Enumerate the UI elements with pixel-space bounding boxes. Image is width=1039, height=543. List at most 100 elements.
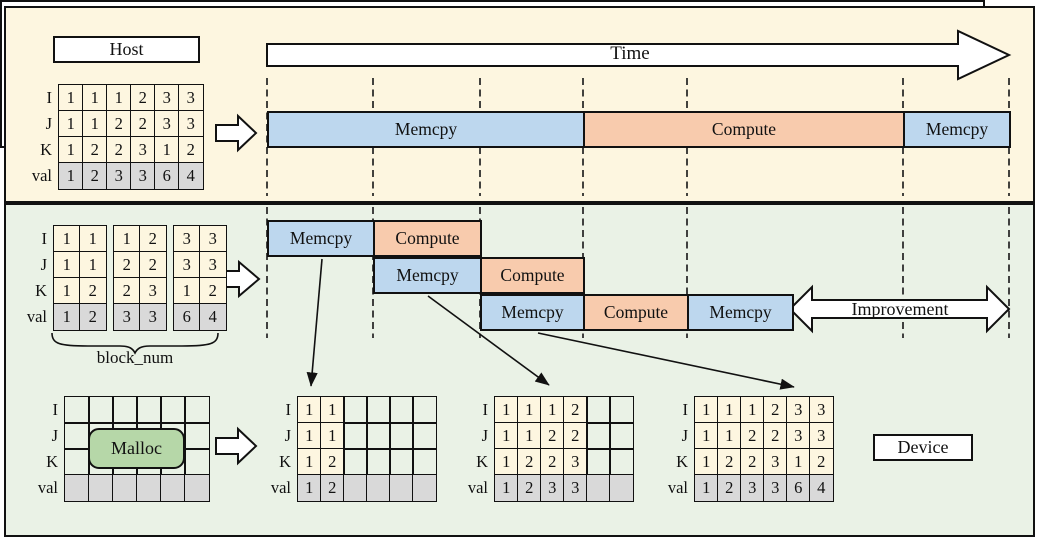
table-cell: 2	[563, 396, 588, 424]
table-cell	[389, 448, 414, 476]
table-cell: 3	[154, 110, 180, 138]
table-cell: 2	[740, 422, 765, 450]
table-cell	[343, 448, 368, 476]
table-cell: 1	[494, 396, 519, 424]
table-cell: 2	[82, 136, 108, 164]
table-cell: 1	[53, 277, 81, 305]
table-cell: 1	[58, 136, 84, 164]
row-label: J	[284, 425, 291, 445]
table-cell: 1	[694, 422, 719, 450]
table-cell: 3	[763, 448, 788, 476]
row-label: K	[35, 280, 47, 300]
malloc-box: Malloc	[88, 428, 185, 469]
table-cell: 1	[694, 474, 719, 502]
row-label: K	[676, 451, 688, 471]
table-cell: 2	[320, 448, 345, 476]
table-cell: 1	[106, 84, 132, 112]
table-cell	[389, 474, 414, 502]
table-cell: 6	[786, 474, 811, 502]
table-cell: 1	[297, 474, 322, 502]
table-cell: 1	[694, 396, 719, 424]
table-cell	[136, 474, 162, 502]
table-cell	[366, 396, 391, 424]
table-cell: 1	[517, 396, 542, 424]
table-cell: 1	[113, 225, 141, 253]
table-cell	[389, 422, 414, 450]
table-cell: 1	[717, 396, 742, 424]
table-cell: 3	[199, 225, 227, 253]
table-cell: 3	[563, 474, 588, 502]
pipeline-segment: Compute	[373, 220, 482, 257]
block-num-label: block_num	[96, 348, 174, 367]
table-cell: 2	[717, 474, 742, 502]
table-cell	[609, 448, 634, 476]
table-cell	[64, 448, 90, 476]
row-label: I	[41, 228, 48, 248]
table-cell: 2	[82, 162, 108, 190]
table-cell: 2	[79, 303, 107, 331]
pipeline-segment: Compute	[480, 257, 585, 294]
table-cell: 3	[154, 84, 180, 112]
row-label: val	[270, 477, 291, 497]
table-cell: 2	[178, 136, 204, 164]
table-cell: 1	[53, 303, 81, 331]
row-label: J	[51, 425, 58, 445]
table-cell: 1	[58, 162, 84, 190]
table-cell: 2	[113, 251, 141, 279]
table-cell: 2	[79, 277, 107, 305]
table-cell: 1	[297, 448, 322, 476]
table-cell: 1	[320, 422, 345, 450]
table-cell: 3	[809, 396, 834, 424]
table-cell: 2	[130, 84, 156, 112]
table-cell: 4	[199, 303, 227, 331]
table-cell: 6	[154, 162, 180, 190]
table-cell: 1	[82, 84, 108, 112]
table-cell: 3	[106, 162, 132, 190]
table-cell	[412, 422, 437, 450]
table-cell: 1	[494, 474, 519, 502]
table-cell: 2	[517, 448, 542, 476]
table-cell: 3	[786, 396, 811, 424]
device-box: Device	[873, 434, 973, 461]
table-row: I	[24, 396, 210, 424]
table-cell: 1	[717, 422, 742, 450]
table-cell: 3	[139, 277, 167, 305]
table-cell	[112, 396, 138, 424]
time-label: Time	[610, 43, 650, 64]
table-cell: 1	[53, 251, 81, 279]
table-cell: 3	[113, 303, 141, 331]
table-cell: 3	[173, 225, 201, 253]
table-cell: 1	[494, 448, 519, 476]
table-cell	[112, 474, 138, 502]
table-cell	[136, 396, 162, 424]
table-cell	[343, 396, 368, 424]
table-cell: 3	[139, 303, 167, 331]
row-label: I	[682, 399, 689, 419]
pipeline-segment: Memcpy	[267, 220, 375, 257]
table-cell: 1	[79, 251, 107, 279]
row-label: K	[476, 451, 488, 471]
table-cell: 3	[130, 136, 156, 164]
table-cell	[366, 422, 391, 450]
table-cell: 1	[786, 448, 811, 476]
table-cell: 1	[320, 396, 345, 424]
table-cell	[389, 396, 414, 424]
table-cell	[412, 448, 437, 476]
table-cell: 1	[740, 396, 765, 424]
row-label: J	[681, 425, 688, 445]
table-cell	[160, 474, 186, 502]
table-cell: 2	[763, 422, 788, 450]
